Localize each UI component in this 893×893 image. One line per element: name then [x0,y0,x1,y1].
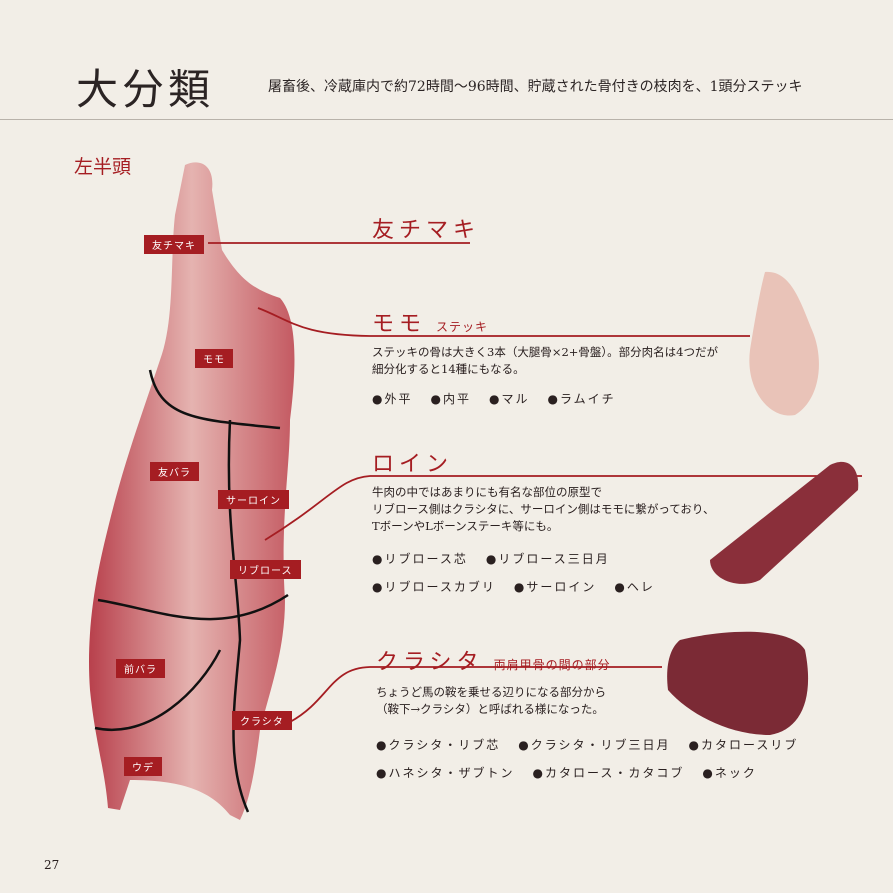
cut-list: ●ハネシタ・ザブトン●カタロース・カタコブ●ネック [376,766,757,780]
momo-meat-photo [749,271,819,416]
cut-list: ●リブロース芯●リブロース三日月 [372,552,610,566]
carcass-tag: ウデ [124,757,162,776]
section-description: ステッキの骨は大きく3本（大腿骨×2+骨盤）。部分肉名は4つだが細分化すると14… [372,345,718,376]
carcass-shape [89,162,295,820]
page-number: 27 [44,858,60,872]
carcass-tag: モモ [195,349,233,368]
carcass-tag: 友チマキ [144,235,204,254]
divider [0,119,893,120]
kurashita-meat-photo [667,631,809,735]
section-title: モモステッキ [372,312,489,337]
page-subtitle: 屠畜後、冷蔵庫内で約72時間〜96時間、貯蔵された骨付きの枝肉を、1頭分ステッキ [268,79,803,95]
carcass-tag: 前バラ [116,659,165,678]
section-title: クラシタ両肩甲骨の間の部分 [376,650,611,675]
carcass-tag: クラシタ [232,711,292,730]
carcass-tag: リブロース [230,560,301,579]
section-description: ちょうど馬の鞍を乗せる辺りになる部分から（鞍下→クラシタ）と呼ばれる様になった。 [376,685,606,716]
loin-meat-photo [710,461,859,584]
section-description: 牛肉の中ではあまりにも有名な部位の原型でリブロース側はクラシタに、サーロイン側は… [372,485,715,533]
section-label: 左半頭 [74,156,132,178]
page-title: 大分類 [76,65,215,114]
section-title: ロイン [372,452,454,477]
cut-list: ●クラシタ・リブ芯●クラシタ・リブ三日月●カタロースリブ [376,738,799,752]
carcass-tag: サーロイン [218,490,289,509]
cut-list: ●外平●内平●マル●ラムイチ [372,392,616,406]
section-title: 友チマキ [372,218,481,243]
carcass-tag: 友バラ [150,462,199,481]
cut-list: ●リブロースカブリ●サーロイン●ヘレ [372,580,655,594]
